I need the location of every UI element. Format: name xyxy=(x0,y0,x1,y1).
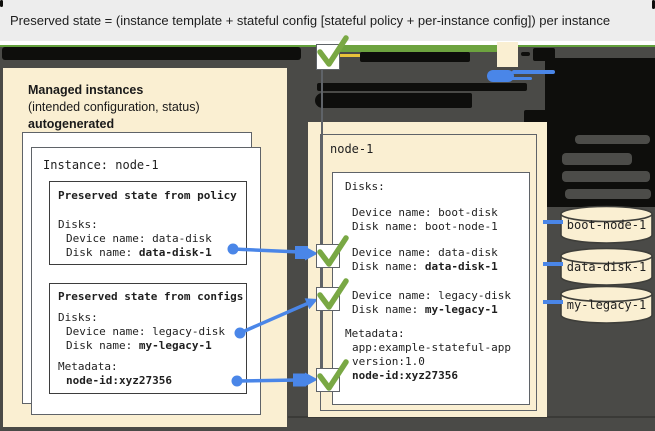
vm-entry-device: Device name: data-disk xyxy=(352,246,498,259)
connector-line xyxy=(232,247,301,254)
connector-arrowhead xyxy=(305,246,318,261)
disk-cylinder xyxy=(560,247,653,286)
vm-metadata-line: version:1.0 xyxy=(352,355,425,368)
vm-disks-label: Disks: xyxy=(345,180,385,193)
checkbox xyxy=(316,35,349,70)
vm-metadata-bold: node-id:xyz27356 xyxy=(352,369,458,382)
configs-device-line: Device name: legacy-disk xyxy=(66,325,225,338)
policy-device-line: Device name: data-disk xyxy=(66,232,212,245)
blue-line xyxy=(504,77,532,80)
checkbox xyxy=(316,235,349,268)
check-icon xyxy=(317,235,349,267)
redaction-column xyxy=(545,58,655,207)
redaction-bar xyxy=(521,52,530,56)
redaction-bar xyxy=(652,0,655,9)
instance-label: Instance: node-1 xyxy=(43,158,159,172)
vm-entry-disk: Disk name: boot-node-1 xyxy=(352,220,498,235)
divider-strip xyxy=(0,41,655,45)
managed-instances-title: Managed instances xyxy=(28,83,144,97)
faint-text-bar xyxy=(562,153,632,165)
disk-cylinder xyxy=(560,285,653,324)
configs-state-box xyxy=(49,283,247,394)
bottom-line xyxy=(288,416,655,418)
check-icon xyxy=(317,35,349,67)
policy-disks-label: Disks: xyxy=(58,218,98,231)
redaction-bar xyxy=(2,47,301,60)
policy-disk-line: Disk name: data-disk-1 xyxy=(66,246,212,261)
connector-square xyxy=(295,246,308,259)
connector-arrowhead xyxy=(304,298,318,310)
disk-label: my-legacy-1 xyxy=(566,298,647,312)
vm-disks-box xyxy=(332,172,530,405)
configs-metadata-label: Metadata: xyxy=(58,360,118,373)
faint-text-bar xyxy=(562,171,650,182)
disk-cylinder xyxy=(560,205,653,244)
vm-title: node-1 xyxy=(330,142,374,156)
blue-line xyxy=(512,70,555,74)
disk-name-value: my-legacy-1 xyxy=(424,303,498,316)
green-arrow xyxy=(338,45,498,52)
configs-metadata-value: node-id:xyz27356 xyxy=(66,374,172,387)
cream-square xyxy=(497,42,518,67)
disk-name-label: Disk name: xyxy=(66,246,139,259)
policy-state-box xyxy=(49,181,247,265)
redaction-bar xyxy=(317,83,527,91)
configs-disks-label: Disks: xyxy=(58,311,98,324)
connector-vline xyxy=(321,67,323,370)
configs-state-title: Preserved state from configs xyxy=(58,290,244,303)
disk-name-label: Disk name: xyxy=(352,220,425,233)
vm-entry-disk: Disk name: data-disk-1 xyxy=(352,260,498,275)
connector-line xyxy=(239,302,308,335)
vm-box-border xyxy=(320,134,537,411)
faint-text-bar xyxy=(575,135,650,144)
checkbox xyxy=(316,359,349,392)
disk-name-label: Disk name: xyxy=(352,303,425,316)
title-banner: Preserved state = (instance template + s… xyxy=(0,0,655,41)
disk-name-value: data-disk-1 xyxy=(424,260,498,273)
check-icon xyxy=(317,278,349,310)
vm-entry-disk: Disk name: my-legacy-1 xyxy=(352,303,498,318)
banner-title: Preserved state = (instance template + s… xyxy=(10,13,611,28)
connector-arrowhead xyxy=(305,372,318,387)
disk-name-label: Disk name: xyxy=(352,260,425,273)
disk-name-value: boot-node-1 xyxy=(424,220,498,233)
redaction-bar xyxy=(533,48,555,61)
redaction-bar xyxy=(0,0,3,7)
managed-instances-subtitle: (intended configuration, status) xyxy=(28,100,200,114)
disk-label: boot-node-1 xyxy=(566,218,647,232)
disk-name-label: Disk name: xyxy=(66,339,139,352)
faint-text-bar xyxy=(565,189,651,199)
redaction-bar xyxy=(315,93,472,108)
checkbox xyxy=(316,278,349,311)
vm-metadata-line: app:example-stateful-app xyxy=(352,341,511,354)
vm-entry-device: Device name: legacy-disk xyxy=(352,289,511,302)
check-icon xyxy=(317,359,349,391)
disk-name-value: data-disk-1 xyxy=(138,246,212,259)
disk-name-value: my-legacy-1 xyxy=(138,339,212,352)
vm-metadata-label: Metadata: xyxy=(345,327,405,340)
redaction-bar xyxy=(360,52,470,62)
configs-disk-line: Disk name: my-legacy-1 xyxy=(66,339,212,354)
managed-instances-note: autogenerated xyxy=(28,117,115,131)
policy-state-title: Preserved state from policy xyxy=(58,189,237,202)
yellow-mark xyxy=(338,54,367,57)
disk-label: data-disk-1 xyxy=(566,260,647,274)
connector-square xyxy=(293,373,306,387)
vm-entry-device: Device name: boot-disk xyxy=(352,206,498,219)
connector-line xyxy=(236,378,299,383)
